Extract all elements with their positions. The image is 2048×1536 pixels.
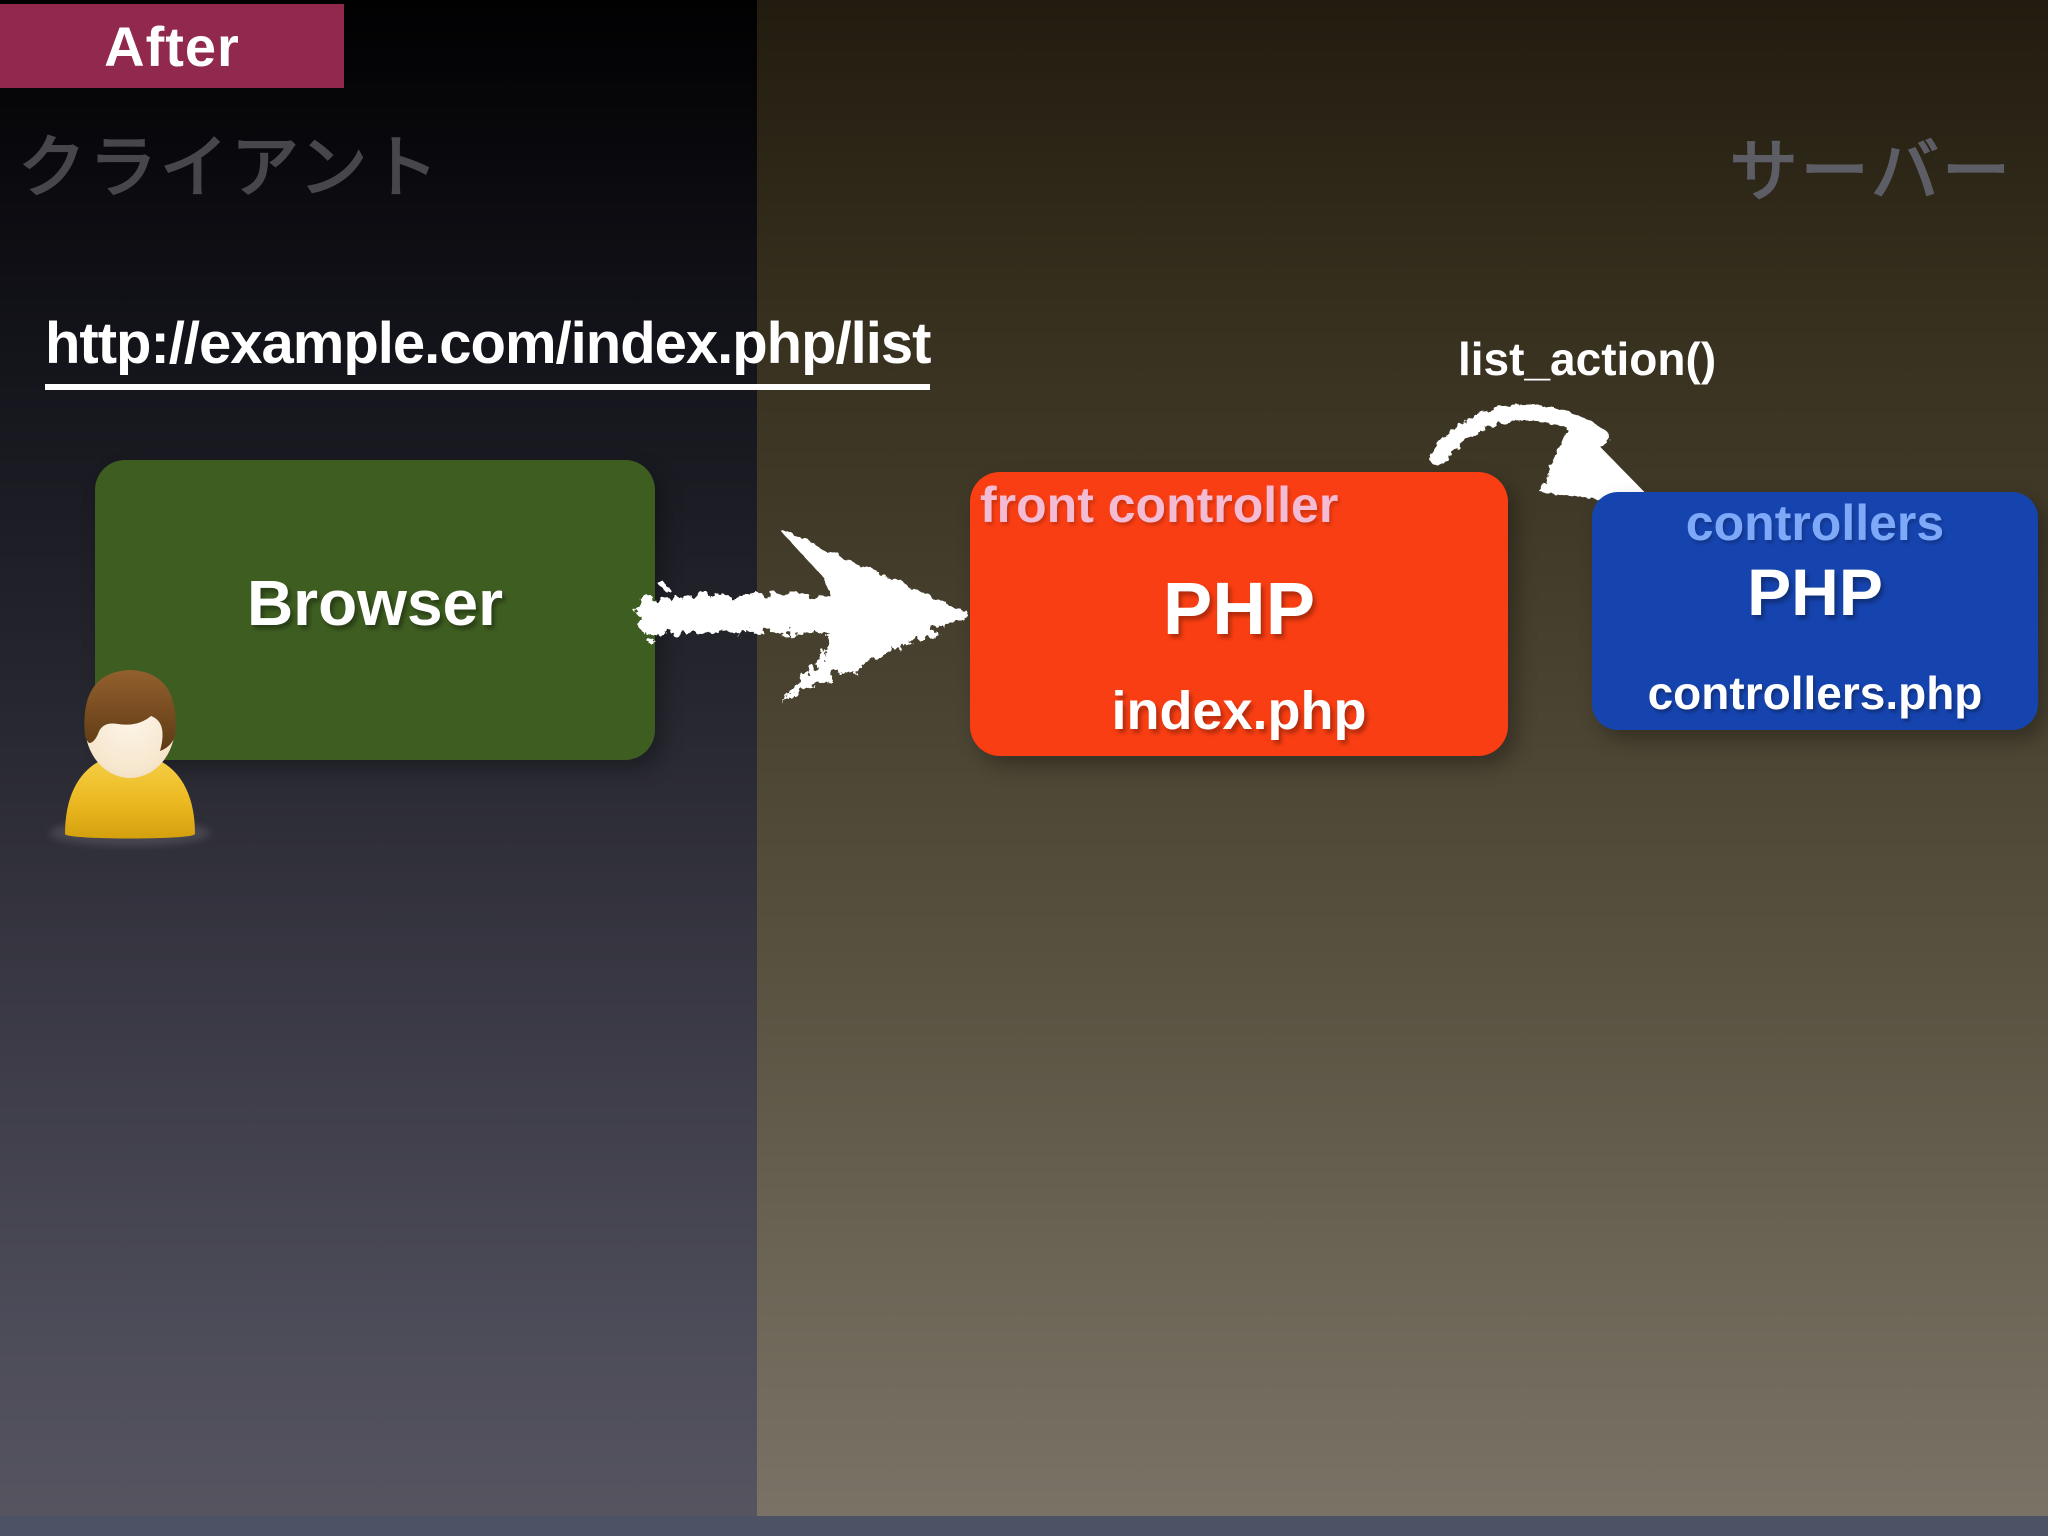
- controllers-tech-label: PHP: [1747, 555, 1883, 629]
- user-icon-hair: [84, 670, 176, 751]
- client-section-label: クライアント: [18, 130, 442, 206]
- controllers-filename: controllers.php: [1647, 667, 1983, 719]
- front-controller-filename: index.php: [1111, 681, 1367, 741]
- dispatch-arrow-icon: [1430, 404, 1660, 508]
- server-section-label: サーバー: [1729, 134, 2013, 210]
- front-controller-tech-label: PHP: [1162, 567, 1316, 650]
- user-icon-body: [65, 754, 195, 839]
- controllers-title: controllers: [1685, 495, 1945, 551]
- server-background-panel: [757, 0, 2048, 1536]
- after-badge-label: After: [104, 14, 240, 78]
- request-url-text: http://example.com/index.php/list: [45, 310, 931, 390]
- front-controller-box: front controller PHP index.php: [970, 472, 1508, 756]
- controllers-box: controllers PHP controllers.php: [1592, 492, 2038, 730]
- request-arrow-shape: [634, 528, 972, 702]
- user-icon: [50, 670, 210, 846]
- request-arrow-icon: [634, 528, 972, 702]
- browser-box: Browser: [95, 460, 655, 760]
- after-badge: After: [0, 4, 344, 88]
- browser-box-label: Browser: [246, 567, 504, 639]
- front-controller-title: front controller: [980, 477, 1339, 533]
- dispatch-arrow-shape: [1430, 404, 1660, 508]
- bottom-strip: [0, 1516, 2048, 1536]
- action-function-label: list_action(): [1458, 333, 1717, 385]
